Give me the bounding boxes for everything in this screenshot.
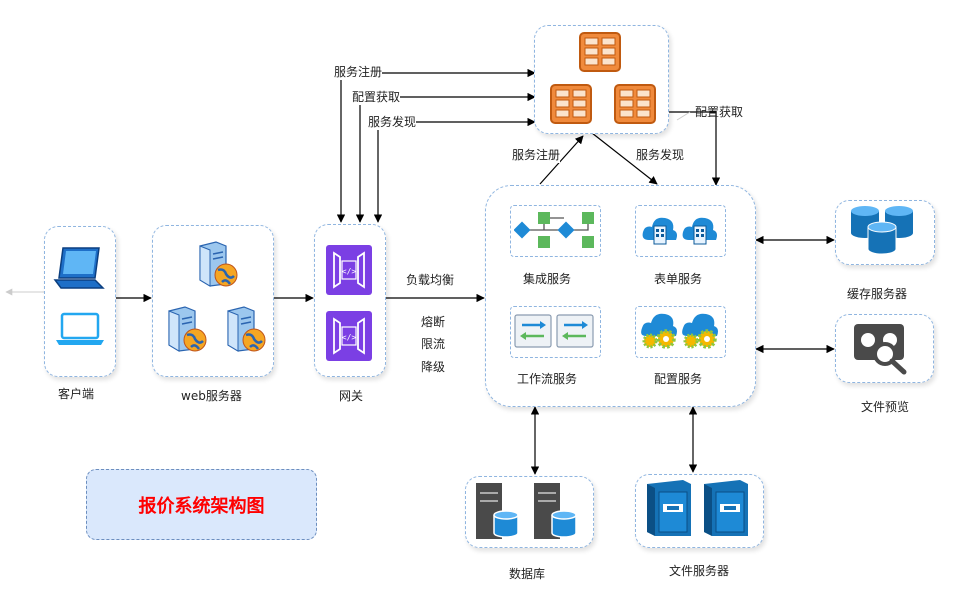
edge-register-mid — [539, 135, 584, 185]
cloud-building-icon — [642, 217, 677, 245]
edge-label-discover-mid: 服务发现 — [636, 147, 685, 163]
server-database-icon — [476, 483, 519, 539]
edge-label-register-top: 服务注册 — [334, 64, 383, 80]
web-server-globe-icon — [227, 306, 266, 352]
file-preview-icon — [854, 324, 907, 375]
web-server-globe-icon — [199, 241, 238, 287]
diagram-title-box: 报价系统架构图 — [86, 469, 317, 540]
database-label: 数据库 — [509, 567, 546, 581]
edge-label-circuit-break: 熔断 — [421, 315, 446, 329]
workflow-label: 工作流服务 — [517, 372, 578, 386]
file-cabinet-icon — [704, 480, 748, 536]
laptop-outline-icon — [56, 312, 104, 345]
form-label: 表单服务 — [654, 272, 703, 286]
laptop-icon — [53, 247, 105, 289]
edge-discover-mid — [591, 132, 658, 185]
edge-config-right — [657, 111, 721, 186]
api-gateway-icon: </> — [326, 311, 372, 361]
gateway-label: 网关 — [339, 389, 364, 403]
registry-server-icon — [614, 84, 656, 124]
integration-icon — [514, 212, 594, 248]
api-gateway-icon: </> — [326, 245, 372, 295]
svg-text:</>: </> — [342, 267, 357, 276]
config-label: 配置服务 — [654, 372, 703, 386]
integration-label: 集成服务 — [523, 272, 572, 286]
edge-label-degrade: 降级 — [421, 360, 446, 374]
svg-text:</>: </> — [342, 333, 357, 342]
web-server-globe-icon — [168, 306, 207, 352]
file-cabinet-icon — [647, 480, 691, 536]
cache-label: 缓存服务器 — [847, 287, 908, 301]
database-cluster-icon — [851, 206, 913, 255]
workflow-icon — [556, 314, 594, 348]
cloud-building-icon — [682, 217, 717, 245]
cloud-gear-icon — [682, 313, 718, 349]
file-server-label: 文件服务器 — [669, 564, 730, 578]
edge-label-register-mid: 服务注册 — [512, 147, 561, 163]
edge-label-load-balance: 负载均衡 — [406, 273, 455, 287]
faint-config-arrow — [676, 111, 691, 121]
diagram-title: 报价系统架构图 — [138, 495, 265, 517]
preview-label: 文件预览 — [861, 400, 910, 414]
client-label: 客户端 — [58, 387, 95, 401]
edge-label-config-top: 配置获取 — [352, 89, 401, 105]
edge-label-discover-top: 服务发现 — [368, 114, 417, 130]
web-server-label: web服务器 — [181, 389, 242, 403]
registry-server-icon — [579, 32, 621, 72]
workflow-icon — [514, 314, 552, 348]
edge-label-config-right: 配置获取 — [695, 105, 744, 119]
server-database-icon — [534, 483, 577, 539]
edge-label-rate-limit: 限流 — [421, 337, 446, 351]
cloud-gear-icon — [641, 313, 677, 349]
registry-server-icon — [550, 84, 592, 124]
